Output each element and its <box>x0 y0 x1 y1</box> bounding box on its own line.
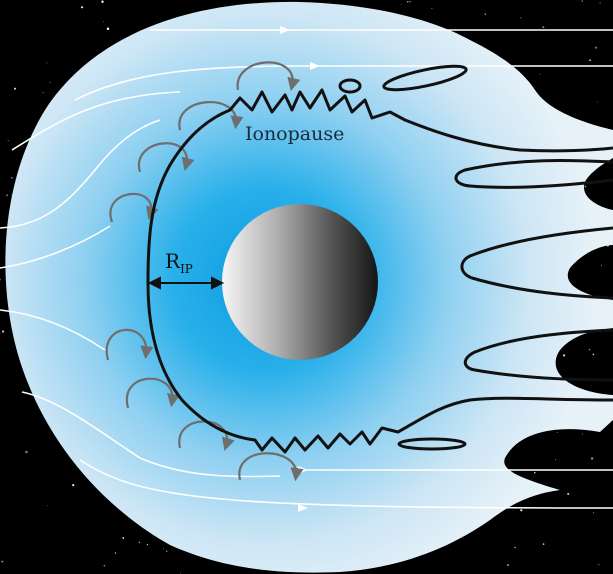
star <box>101 1 103 3</box>
star <box>1 561 3 563</box>
star <box>520 17 521 18</box>
star <box>163 549 164 550</box>
star <box>520 509 522 511</box>
star <box>507 564 509 566</box>
star <box>582 0 583 1</box>
star <box>107 27 110 30</box>
star <box>598 564 599 565</box>
star <box>601 265 602 266</box>
star <box>542 26 544 28</box>
star <box>431 8 432 9</box>
star <box>6 194 8 196</box>
star <box>104 565 106 567</box>
star <box>0 279 1 281</box>
star <box>139 542 140 543</box>
star <box>557 432 558 433</box>
star <box>567 493 569 495</box>
star <box>589 349 590 350</box>
star <box>555 459 556 460</box>
star <box>595 46 597 48</box>
star <box>147 544 148 545</box>
star <box>401 4 402 5</box>
star <box>8 140 9 141</box>
star <box>597 101 598 102</box>
star <box>43 92 44 93</box>
star <box>2 330 4 332</box>
ionopause-label: Ionopause <box>245 123 344 145</box>
star <box>410 1 411 2</box>
star <box>115 552 116 553</box>
star <box>540 74 541 75</box>
star <box>484 13 486 15</box>
star <box>50 82 51 83</box>
star <box>600 3 601 4</box>
star <box>534 472 535 473</box>
star <box>25 451 28 454</box>
star <box>563 354 565 356</box>
star <box>514 547 516 549</box>
star <box>11 177 13 179</box>
star <box>593 354 595 356</box>
star <box>593 512 594 513</box>
star <box>122 537 124 539</box>
star <box>46 62 47 63</box>
star <box>543 543 544 544</box>
star <box>589 59 591 61</box>
star <box>103 21 104 22</box>
radius-label-sub: IP <box>180 262 193 276</box>
star <box>582 434 583 435</box>
star <box>14 88 16 90</box>
star <box>72 484 74 486</box>
star <box>407 1 409 3</box>
star <box>180 573 181 574</box>
star <box>166 551 168 553</box>
star <box>81 6 83 8</box>
star <box>47 505 48 506</box>
planet-sphere-icon <box>222 204 378 360</box>
star <box>591 457 593 459</box>
star <box>585 186 587 188</box>
radius-label-main: R <box>165 249 181 273</box>
